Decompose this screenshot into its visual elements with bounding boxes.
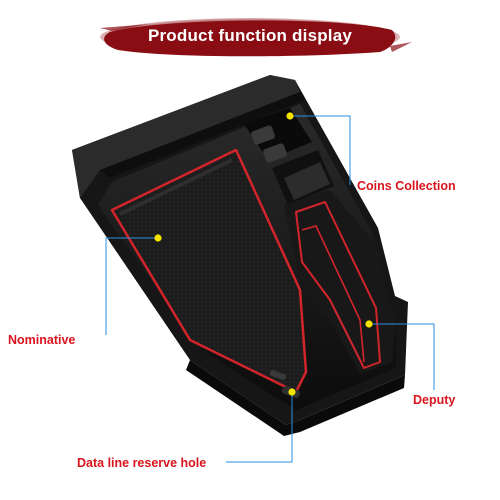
marker-dataline xyxy=(288,388,296,396)
label-nominative: Nominative xyxy=(8,333,76,347)
title-banner xyxy=(100,18,412,57)
page-title: Product function display xyxy=(147,26,353,45)
callout-leaders xyxy=(105,115,435,463)
marker-nominative xyxy=(154,234,162,242)
storage-tray xyxy=(72,75,408,436)
leader-nominative xyxy=(105,237,158,335)
leader-deputy xyxy=(369,323,435,390)
leader-coins xyxy=(290,115,351,185)
label-deputy: Deputy xyxy=(413,393,456,407)
label-coins-collection: Coins Collection xyxy=(357,179,456,193)
label-data-line-reserve-hole: Data line reserve hole xyxy=(77,456,207,470)
side-compartment xyxy=(284,190,396,374)
marker-deputy xyxy=(365,320,373,328)
main-compartment-mat xyxy=(110,148,308,394)
callout-markers xyxy=(154,112,373,396)
coin-holders xyxy=(244,108,334,205)
marker-coins xyxy=(286,112,294,120)
leader-dataline xyxy=(226,392,293,463)
